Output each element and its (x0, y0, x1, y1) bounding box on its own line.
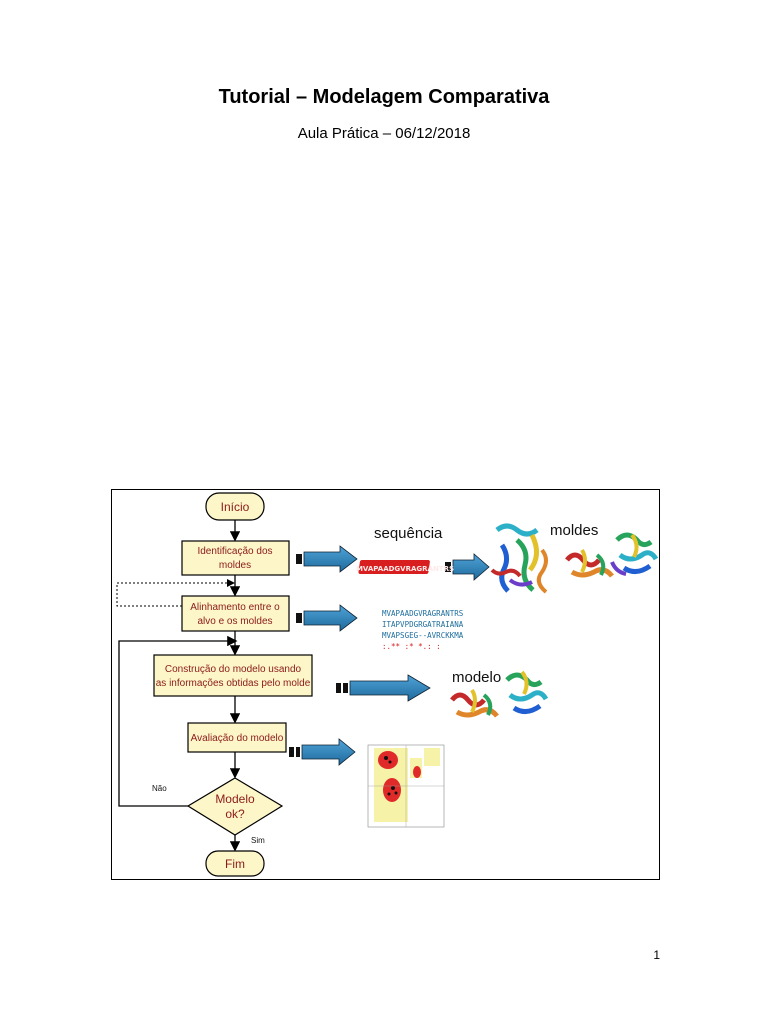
yes-label: Sim (251, 836, 265, 845)
arrow-step3-model (336, 674, 431, 702)
alignment-row-4: :.** :* *.: : (382, 642, 441, 651)
arrow-step2-alignment (296, 604, 358, 632)
page-number: 1 (653, 948, 660, 962)
protein-structure-template-1 (490, 523, 548, 594)
alignment-row-3: MVAPSGEG--AVRCKKMA (382, 631, 464, 640)
connector-dotted-feedback (116, 579, 235, 607)
protein-structure-template-2 (565, 548, 614, 578)
flowchart-figure: Início Identificação dos moldes Alinhame… (111, 489, 660, 880)
step4-label: Avaliação do modelo (191, 733, 284, 744)
connector-no-loop (118, 635, 238, 807)
alignment-row-1: MVAPAADGVRAGRANTRS (382, 609, 464, 618)
arrow-step4-plot (289, 738, 356, 766)
decision-line1: Modelo (215, 792, 255, 806)
step3-line1: Construção do modelo usando (165, 664, 302, 675)
sequence-label: sequência (374, 525, 443, 542)
templates-label: moldes (550, 522, 598, 539)
model-label: modelo (452, 669, 501, 686)
end-terminal (205, 850, 265, 877)
sequence-graphic-text: MVAPAADGVRAGRANTRS (356, 565, 454, 573)
decision-line2: ok? (225, 807, 245, 821)
step2-line1: Alinhamento entre o (190, 602, 280, 613)
step2-line2: alvo e os moldes (197, 616, 272, 627)
step1-line1: Identificação dos (197, 546, 272, 557)
flowchart-svg: Início Identificação dos moldes Alinhame… (116, 492, 659, 877)
document-title: Tutorial – Modelagem Comparativa (218, 86, 550, 108)
step-identify-templates (181, 540, 290, 576)
sequence-graphic: MVAPAADGVRAGRANTRS (356, 560, 454, 574)
start-label: Início (221, 500, 250, 514)
protein-structure-model (450, 670, 549, 718)
sequence-alignment: MVAPAADGVRAGRANTRS ITAPVPDGRGATRAIANA MV… (382, 609, 464, 651)
ramachandran-plot (367, 744, 445, 828)
end-label: Fim (225, 857, 245, 871)
protein-structure-template-3 (610, 532, 659, 576)
arrow-step1-sequence (296, 545, 358, 573)
arrow-sequence-templates (445, 553, 490, 581)
step-evaluate-model (187, 722, 287, 753)
no-label: Não (152, 784, 167, 793)
step3-line2: as informações obtidas pelo molde (156, 678, 311, 689)
document-subtitle: Aula Prática – 06/12/2018 (297, 125, 471, 142)
step1-line2: moldes (219, 560, 251, 571)
alignment-row-2: ITAPVPDGRGATRAIANA (382, 620, 464, 629)
step-build-model (153, 654, 313, 697)
